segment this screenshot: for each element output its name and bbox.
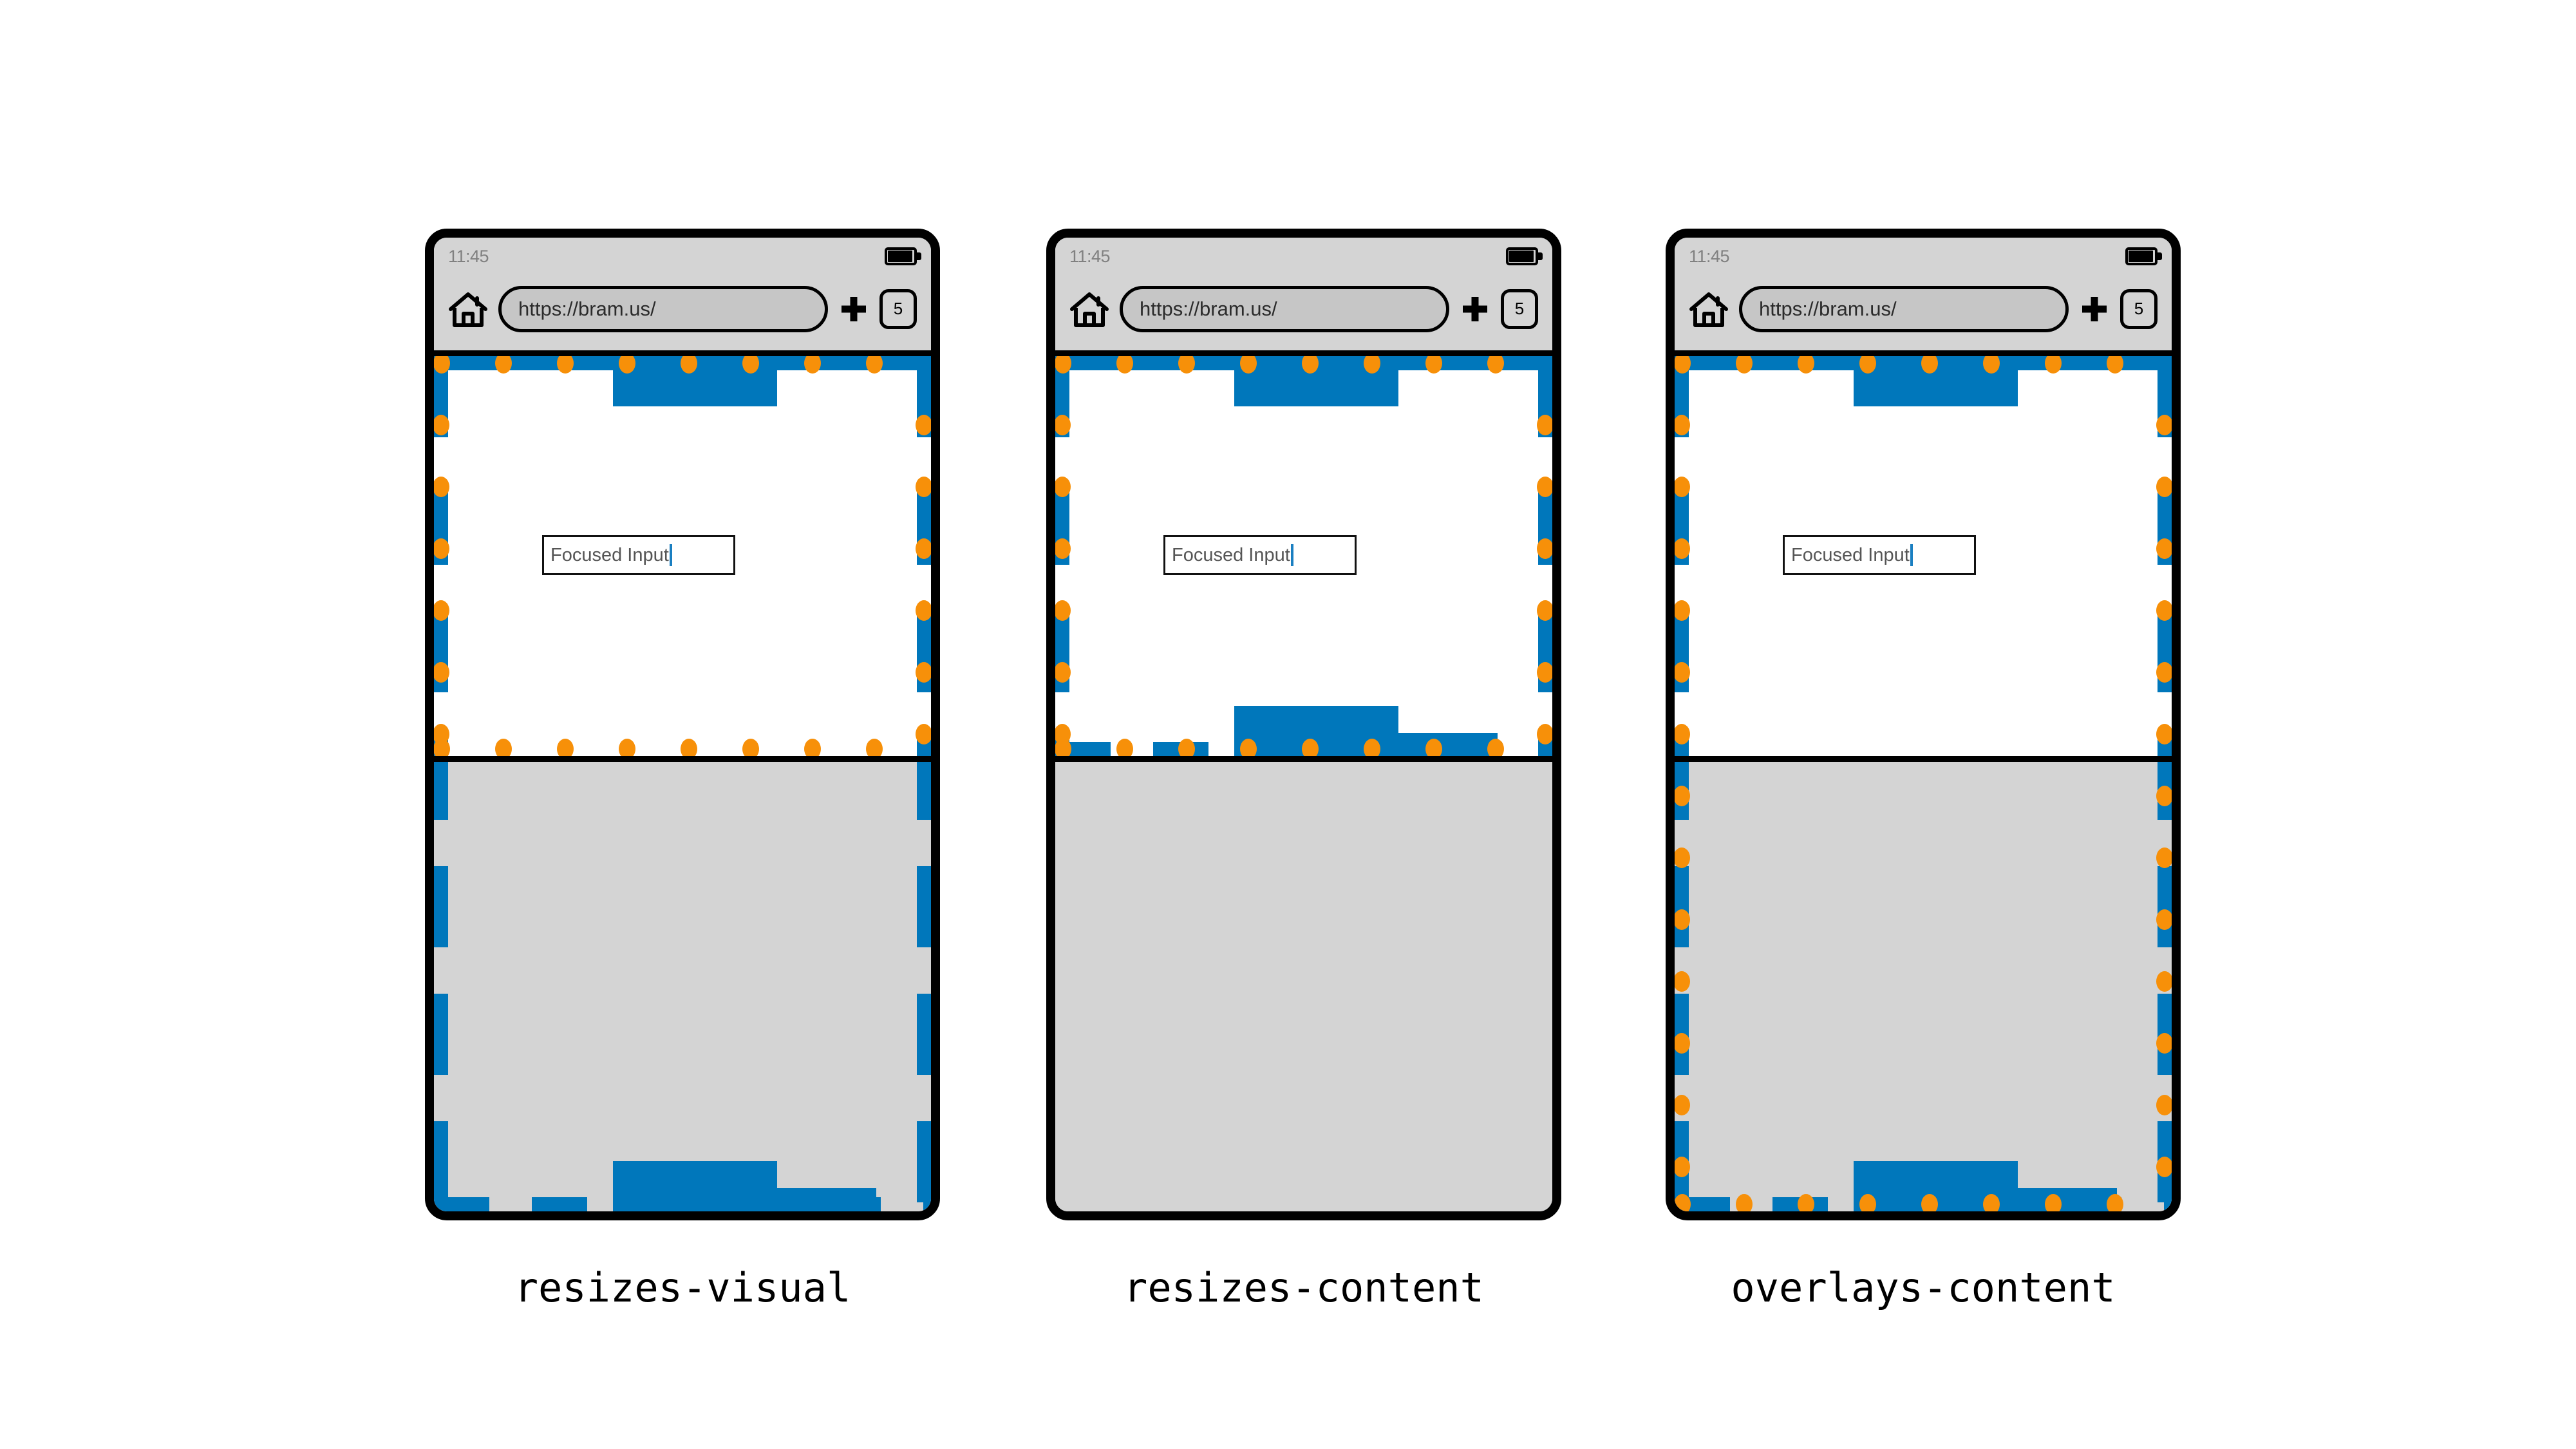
- viewport-bottom-marker: [1853, 1161, 2018, 1211]
- keyboard-divider: [1055, 756, 1552, 762]
- status-clock: 11:45: [1689, 246, 1730, 266]
- phone-caption-resizes-visual: resizes-visual: [514, 1264, 851, 1311]
- url-text: https://bram.us/: [1759, 297, 1897, 320]
- status-clock: 11:45: [448, 246, 489, 266]
- viewport-bottom-marker: [612, 1161, 777, 1211]
- battery-full-icon: [1506, 247, 1543, 265]
- text-caret: [669, 544, 672, 566]
- url-text: https://bram.us/: [1140, 297, 1277, 320]
- text-caret: [1910, 544, 1913, 566]
- browser-toolbar: https://bram.us/ 5: [1675, 272, 2172, 350]
- focused-input[interactable]: Focused Input: [1783, 535, 1976, 575]
- browser-toolbar: https://bram.us/ 5: [1055, 272, 1552, 350]
- home-icon[interactable]: [448, 290, 488, 328]
- browser-chrome: 11:45 https://bram.us/ 5: [434, 238, 931, 356]
- focused-input[interactable]: Focused Input: [1163, 535, 1357, 575]
- viewport-top-marker: [612, 356, 777, 406]
- battery-full-icon: [885, 247, 921, 265]
- browser-chrome: 11:45 https://bram.us/ 5: [1675, 238, 2172, 356]
- browser-chrome: 11:45 https://bram.us/ 5: [1055, 238, 1552, 356]
- plus-icon[interactable]: [1460, 294, 1490, 325]
- url-text: https://bram.us/: [518, 297, 656, 320]
- viewport-bottom-marker-secondary: [2017, 1188, 2118, 1211]
- plus-icon[interactable]: [2079, 294, 2110, 325]
- tab-count-button[interactable]: 5: [2120, 289, 2158, 329]
- viewport-bottom-marker-secondary: [1398, 733, 1498, 756]
- focused-input-value: Focused Input: [550, 544, 669, 565]
- focused-input-value: Focused Input: [1791, 544, 1910, 565]
- tab-count-button[interactable]: 5: [879, 289, 917, 329]
- url-bar[interactable]: https://bram.us/: [1120, 285, 1449, 332]
- tab-count-button[interactable]: 5: [1501, 289, 1538, 329]
- viewport-top-marker: [1853, 356, 2018, 406]
- phone-caption-overlays-content: overlays-content: [1731, 1264, 2116, 1311]
- viewport-top-marker: [1234, 356, 1398, 406]
- text-caret: [1290, 544, 1293, 566]
- browser-toolbar: https://bram.us/ 5: [434, 272, 931, 350]
- focused-input-value: Focused Input: [1172, 544, 1290, 565]
- home-icon[interactable]: [1069, 290, 1109, 328]
- status-bar: 11:45: [1675, 242, 2172, 271]
- status-clock: 11:45: [1069, 246, 1111, 266]
- on-screen-keyboard-pane: [1055, 762, 1552, 1211]
- status-bar: 11:45: [434, 242, 931, 271]
- on-screen-keyboard-pane: [1675, 762, 2172, 1211]
- viewport-bottom-marker-secondary: [776, 1188, 877, 1211]
- phone-caption-resizes-content: resizes-content: [1123, 1264, 1484, 1311]
- on-screen-keyboard-pane: [434, 762, 931, 1211]
- status-bar: 11:45: [1055, 242, 1552, 271]
- url-bar[interactable]: https://bram.us/: [1739, 285, 2069, 332]
- plus-icon[interactable]: [838, 294, 869, 325]
- battery-full-icon: [2125, 247, 2162, 265]
- keyboard-divider: [1675, 756, 2172, 762]
- focused-input[interactable]: Focused Input: [542, 535, 735, 575]
- home-icon[interactable]: [1689, 290, 1729, 328]
- keyboard-divider: [434, 756, 931, 762]
- url-bar[interactable]: https://bram.us/: [498, 285, 828, 332]
- viewport-bottom-marker: [1234, 706, 1398, 756]
